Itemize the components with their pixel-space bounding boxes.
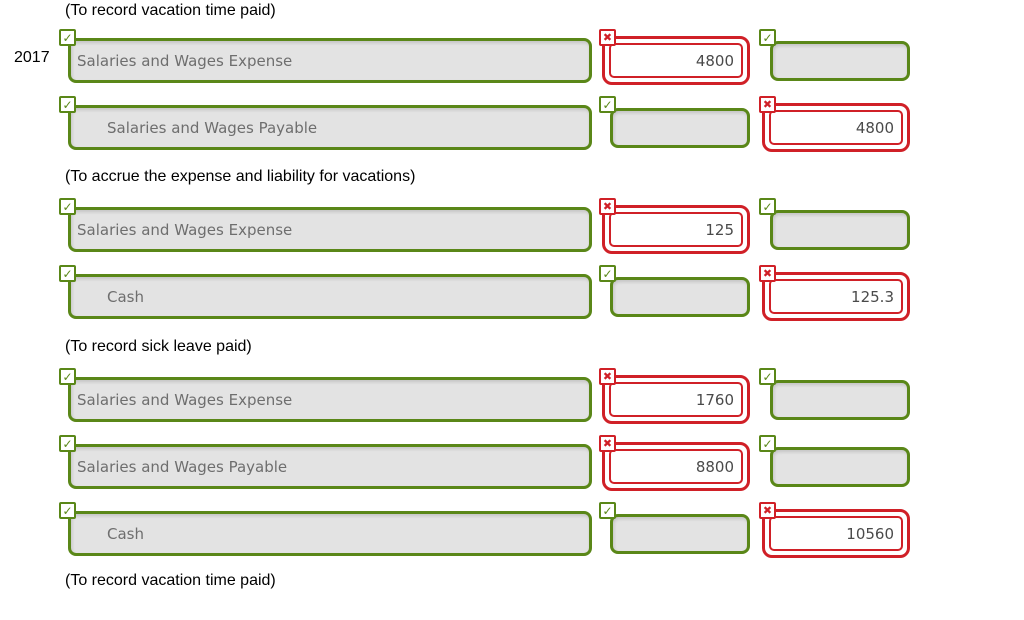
incorrect-x-icon: ✖ (599, 29, 616, 46)
credit-cell: ✓ (759, 198, 910, 265)
incorrect-outline (762, 103, 910, 152)
incorrect-x-icon: ✖ (599, 368, 616, 385)
correct-check-icon: ✓ (599, 265, 616, 282)
credit-cell: ✖ (759, 96, 910, 163)
debit-cell: ✓ (599, 265, 750, 332)
incorrect-outline (762, 272, 910, 321)
correct-check-icon: ✓ (59, 29, 76, 46)
debit-cell: ✖ (599, 368, 750, 435)
incorrect-x-icon: ✖ (759, 96, 776, 113)
credit-cell: ✓ (759, 435, 910, 502)
account-cell: ✓ (59, 435, 592, 502)
credit-cell: ✖ (759, 265, 910, 332)
account-cell: ✓ (59, 368, 592, 435)
credit-cell: ✖ (759, 502, 910, 569)
incorrect-x-icon: ✖ (599, 198, 616, 215)
incorrect-outline (602, 36, 750, 85)
account-title-input[interactable] (68, 207, 592, 252)
incorrect-x-icon: ✖ (759, 502, 776, 519)
credit-amount-input[interactable] (769, 110, 903, 145)
correct-check-icon: ✓ (59, 435, 76, 452)
debit-cell: ✖ (599, 29, 750, 96)
incorrect-x-icon: ✖ (759, 265, 776, 282)
debit-cell: ✖ (599, 198, 750, 265)
journal-row: ✓ ✖ ✓ (0, 435, 1024, 502)
account-title-input[interactable] (68, 38, 592, 83)
account-title-input[interactable] (68, 511, 592, 556)
correct-check-icon: ✓ (59, 96, 76, 113)
credit-amount-input[interactable] (770, 210, 910, 250)
journal-row: ✓ ✖ ✓ (0, 29, 1024, 96)
account-cell: ✓ (59, 198, 592, 265)
debit-cell: ✓ (599, 96, 750, 163)
debit-amount-input[interactable] (609, 43, 743, 78)
debit-amount-input[interactable] (609, 449, 743, 484)
journal-row: ✓ ✓ ✖ (0, 502, 1024, 569)
account-title-input[interactable] (68, 377, 592, 422)
correct-check-icon: ✓ (59, 265, 76, 282)
correct-check-icon: ✓ (59, 368, 76, 385)
account-cell: ✓ (59, 265, 592, 332)
credit-amount-input[interactable] (770, 380, 910, 420)
credit-cell: ✓ (759, 29, 910, 96)
correct-check-icon: ✓ (759, 435, 776, 452)
debit-amount-input[interactable] (610, 514, 750, 554)
journal-row: ✓ ✖ ✓ (0, 198, 1024, 265)
correct-check-icon: ✓ (759, 368, 776, 385)
entry-caption: (To record vacation time paid) (65, 572, 276, 589)
account-title-input[interactable] (68, 274, 592, 319)
entry-caption: (To record sick leave paid) (65, 338, 252, 355)
entry-caption: (To record vacation time paid) (65, 2, 276, 19)
debit-amount-input[interactable] (609, 212, 743, 247)
year-label: 2017 (14, 49, 50, 66)
incorrect-outline (602, 205, 750, 254)
correct-check-icon: ✓ (759, 198, 776, 215)
correct-check-icon: ✓ (599, 96, 616, 113)
credit-amount-input[interactable] (770, 41, 910, 81)
journal-row: ✓ ✓ ✖ (0, 265, 1024, 332)
credit-cell: ✓ (759, 368, 910, 435)
account-cell: ✓ (59, 502, 592, 569)
account-title-input[interactable] (68, 444, 592, 489)
account-cell: ✓ (59, 29, 592, 96)
credit-amount-input[interactable] (769, 516, 903, 551)
account-cell: ✓ (59, 96, 592, 163)
incorrect-outline (762, 509, 910, 558)
incorrect-x-icon: ✖ (599, 435, 616, 452)
debit-amount-input[interactable] (610, 277, 750, 317)
incorrect-outline (602, 442, 750, 491)
correct-check-icon: ✓ (59, 198, 76, 215)
correct-check-icon: ✓ (59, 502, 76, 519)
credit-amount-input[interactable] (769, 279, 903, 314)
entry-caption: (To accrue the expense and liability for… (65, 168, 416, 185)
correct-check-icon: ✓ (599, 502, 616, 519)
account-title-input[interactable] (68, 105, 592, 150)
journal-row: ✓ ✓ ✖ (0, 96, 1024, 163)
incorrect-outline (602, 375, 750, 424)
debit-cell: ✖ (599, 435, 750, 502)
correct-check-icon: ✓ (759, 29, 776, 46)
debit-cell: ✓ (599, 502, 750, 569)
debit-amount-input[interactable] (610, 108, 750, 148)
debit-amount-input[interactable] (609, 382, 743, 417)
journal-row: ✓ ✖ ✓ (0, 368, 1024, 435)
credit-amount-input[interactable] (770, 447, 910, 487)
